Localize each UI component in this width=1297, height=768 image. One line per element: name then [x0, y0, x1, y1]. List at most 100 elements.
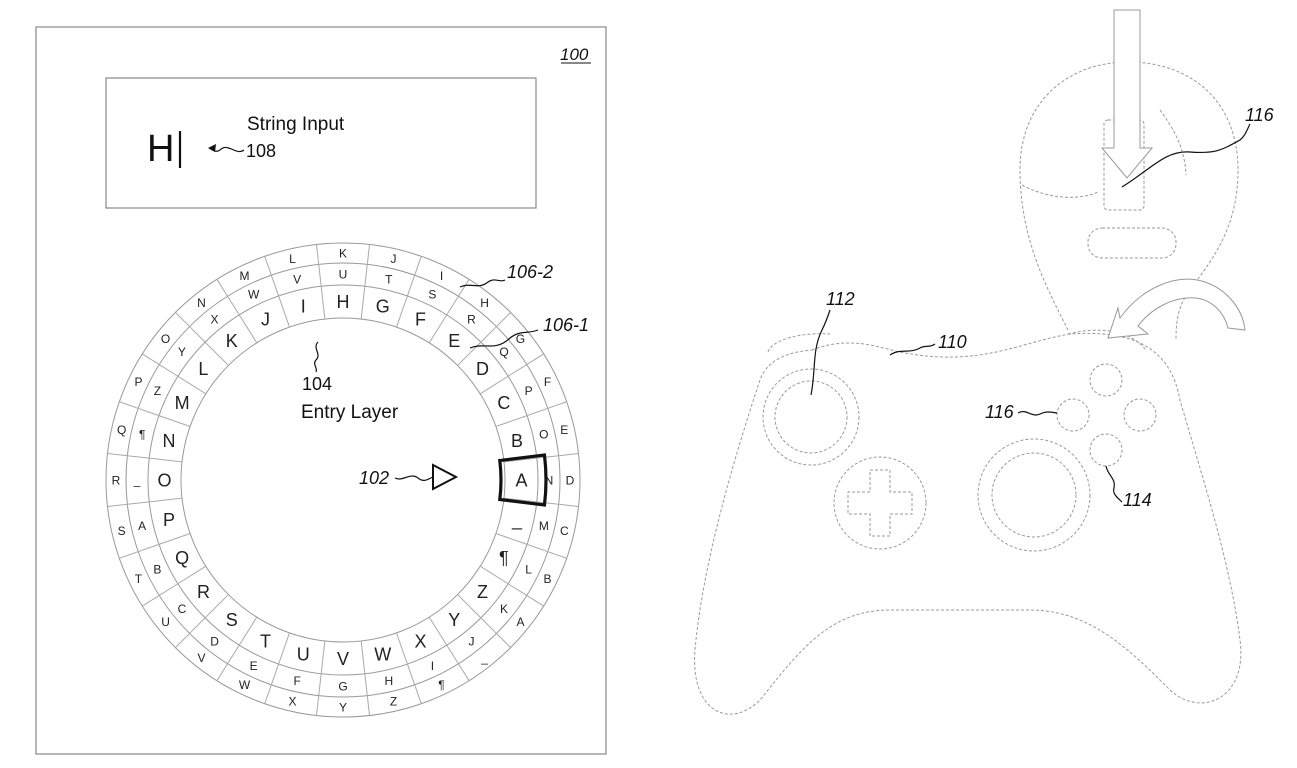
entry-layer-divider — [396, 295, 408, 328]
outer-ring-divider — [458, 279, 470, 297]
entry-layer-key: J — [261, 310, 270, 330]
string-input-box — [105, 77, 537, 209]
inner-ring-divider — [318, 673, 322, 696]
inner-ring-key: X — [211, 312, 219, 326]
outer-ring-key: U — [161, 615, 170, 629]
outer-ring-divider — [558, 503, 579, 508]
entry-layer-label: Entry Layer — [301, 402, 399, 423]
inner-ring-key: O — [539, 427, 548, 441]
entry-layer-divider — [320, 640, 326, 674]
entry-layer-divider — [396, 632, 408, 665]
outer-ring-divider — [264, 256, 272, 276]
inner-ring-divider — [536, 455, 559, 459]
entry-layer-divider — [479, 375, 509, 395]
inner-ring-divider — [270, 663, 280, 685]
outer-ring-divider — [414, 256, 422, 276]
inner-ring-key: Q — [499, 345, 508, 359]
entry-layer-key: H — [337, 292, 350, 312]
outer-ring-divider — [526, 595, 544, 607]
selection-pointer-triangle — [432, 463, 459, 491]
entry-layer-divider — [503, 497, 537, 503]
entry-layer-divider — [495, 415, 528, 427]
entry-layer-divider — [238, 616, 258, 646]
entry-layer-key: C — [497, 393, 510, 413]
entry-layer-key: A — [515, 470, 527, 490]
inner-ring-key: I — [431, 659, 434, 673]
outer-ring-key: W — [239, 678, 251, 692]
entry-layer-key: P — [163, 510, 175, 530]
outer-ring-inner-edge — [125, 262, 561, 698]
outer-ring-divider — [142, 595, 160, 607]
outer-ring-divider — [526, 353, 544, 365]
button-ref-116: 116 — [985, 402, 1015, 422]
left-shoulder — [767, 333, 831, 353]
dpad-outer — [833, 456, 927, 550]
string-input-arrowhead — [208, 144, 216, 152]
entry-layer-divider — [428, 616, 448, 646]
inner-ring-divider — [138, 407, 160, 417]
string-input-value: H — [147, 128, 174, 170]
outer-ring-leader — [459, 279, 506, 288]
outer-ring-key: K — [339, 246, 347, 260]
inner-ring-key: Z — [154, 384, 161, 398]
outer-ring-key: C — [560, 524, 569, 538]
outer-ring-divider — [216, 663, 228, 681]
press-arrow — [1100, 9, 1154, 179]
device-frame — [35, 26, 607, 755]
outer-ring-divider — [119, 401, 139, 409]
entry-layer-key: F — [415, 310, 426, 330]
entry-layer-divider — [177, 375, 207, 395]
inner-ring-key: H — [385, 674, 394, 688]
outer-ring-key: J — [391, 252, 397, 266]
outer-ring-key: E — [560, 423, 568, 437]
outer-ring-divider — [119, 551, 139, 559]
inner-ring-divider — [536, 501, 559, 505]
inner-ring-key: T — [385, 272, 393, 286]
inner-ring-divider — [127, 455, 150, 459]
outer-ring-key: Z — [390, 695, 397, 709]
inner-ring-divider — [364, 264, 368, 287]
outer-ring-key: A — [516, 615, 524, 629]
outer-ring-divider — [107, 503, 128, 508]
entry-layer-key: M — [175, 393, 190, 413]
entry-layer-divider — [278, 632, 290, 665]
entry-layer-divider — [360, 286, 366, 320]
entry-layer-key: N — [162, 431, 175, 451]
outer-ring-key: R — [112, 473, 121, 487]
inner-ring-divider — [189, 326, 206, 343]
entry-layer-key: B — [511, 431, 523, 451]
inner-ring-key: ¶ — [139, 427, 145, 441]
inner-ring-leader — [469, 329, 539, 349]
outer-ring-divider — [558, 452, 579, 457]
button-right — [1123, 398, 1157, 432]
entry-layer-key: X — [414, 631, 426, 651]
entry-layer-key: W — [374, 645, 391, 665]
outer-ring-ref: 106-2 — [507, 262, 553, 282]
inner-ring-key: D — [210, 634, 219, 648]
entry-layer-divider — [320, 286, 326, 320]
entry-layer-leader — [313, 341, 319, 373]
button-ref-114: 114 — [1123, 490, 1152, 510]
entry-layer-key: R — [197, 582, 210, 602]
motion-controller — [694, 61, 1242, 715]
outer-ring-divider — [175, 312, 190, 327]
entry-layer-divider — [204, 594, 229, 619]
left-stick-inner — [774, 380, 848, 454]
inner-ring-ref: 106-1 — [543, 315, 589, 335]
rotate-arrow — [1107, 278, 1246, 339]
entry-layer-key: K — [226, 331, 238, 351]
entry-layer-divider — [204, 341, 229, 366]
entry-layer-key: Z — [477, 582, 488, 602]
inner-ring-key: W — [248, 288, 260, 302]
outer-ring-divider — [107, 452, 128, 457]
inner-ring-divider — [526, 407, 548, 417]
right-stick-inner — [991, 452, 1077, 538]
inner-ring-key: J — [468, 634, 474, 648]
controller-ref: 110 — [938, 332, 967, 352]
inner-ring-key: Y — [178, 345, 186, 359]
entry-layer-divider — [495, 533, 528, 545]
entry-layer-divider — [479, 565, 509, 585]
outer-ring-key: M — [240, 269, 250, 283]
inner-ring-key: P — [525, 384, 533, 398]
